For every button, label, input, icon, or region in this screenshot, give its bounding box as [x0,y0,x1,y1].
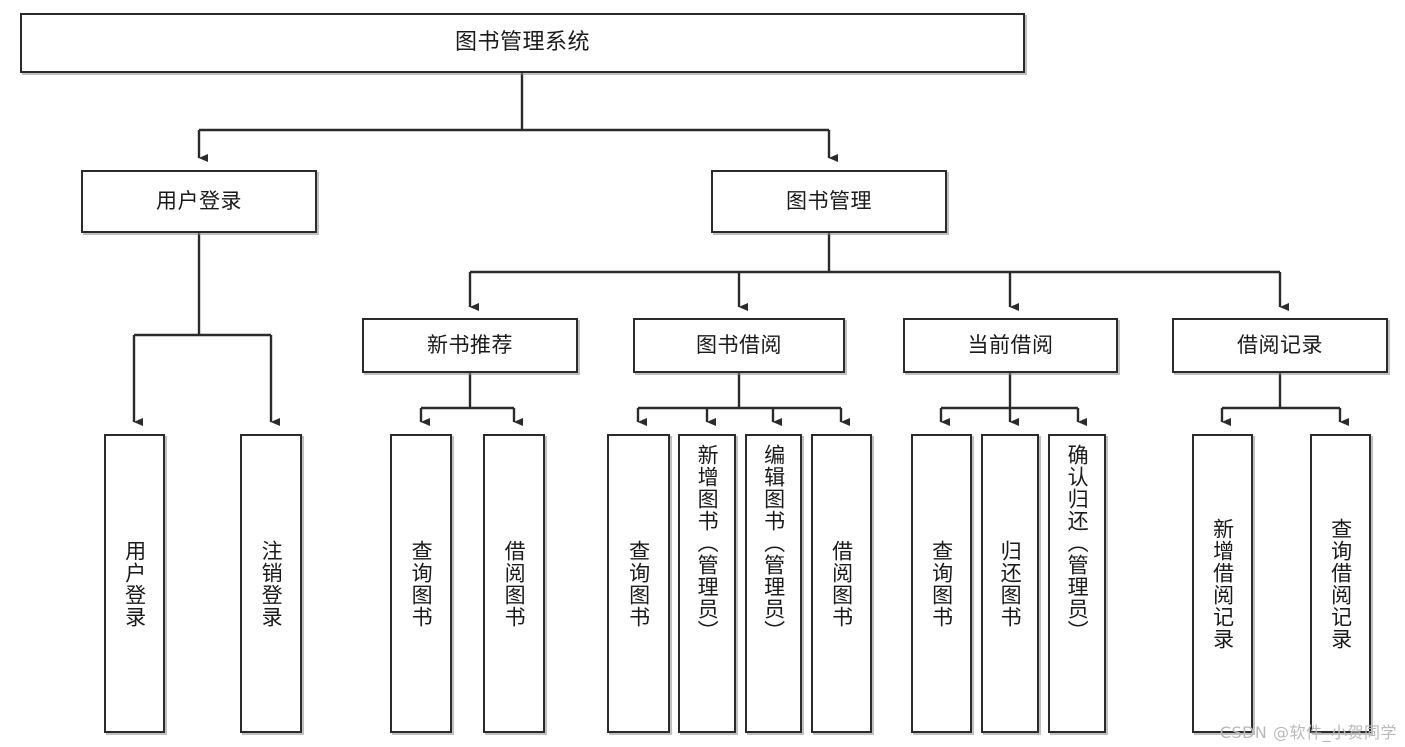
node-current-borrow[interactable]: 当前借阅 [903,318,1118,373]
node-label: 用户登录 [122,539,147,628]
node-label: 图书借阅 [696,332,782,357]
node-root-system[interactable]: 图书管理系统 [20,13,1025,73]
node-label: 新书推荐 [427,332,513,357]
leaf-add-book-admin[interactable]: 新增图书（管理员） [678,434,736,733]
node-label: 借阅图书 [829,539,854,628]
node-book-management[interactable]: 图书管理 [711,170,947,233]
node-borrow-record[interactable]: 借阅记录 [1172,318,1388,373]
node-label: 查询图书 [409,539,434,628]
node-book-borrow[interactable]: 图书借阅 [633,318,845,373]
node-label: 用户登录 [156,188,242,213]
leaf-query-book-recommend[interactable]: 查询图书 [390,434,452,733]
node-label: 借阅图书 [502,539,527,628]
leaf-user-login[interactable]: 用户登录 [104,434,165,733]
leaf-borrow-book-recommend[interactable]: 借阅图书 [483,434,545,733]
leaf-add-borrow-record[interactable]: 新增借阅记录 [1192,434,1253,733]
leaf-query-borrow-record[interactable]: 查询借阅记录 [1310,434,1371,733]
node-label: 借阅记录 [1237,332,1323,357]
node-label: 编辑图书（管理员） [761,444,786,642]
node-label: 查询借阅记录 [1328,517,1353,650]
node-label: 确认归还（管理员） [1065,444,1090,642]
node-label: 查询图书 [929,539,954,628]
node-label: 图书管理系统 [454,29,590,55]
leaf-query-book-current[interactable]: 查询图书 [911,434,972,733]
leaf-edit-book-admin[interactable]: 编辑图书（管理员） [745,434,802,733]
node-label: 注销登录 [259,539,284,628]
watermark: CSDN @软件_小贺同学 [1219,723,1397,742]
leaf-query-book-borrow[interactable]: 查询图书 [607,434,670,733]
leaf-return-book[interactable]: 归还图书 [981,434,1039,733]
node-label: 归还图书 [998,539,1023,628]
node-user-login[interactable]: 用户登录 [81,170,317,233]
leaf-borrow-book[interactable]: 借阅图书 [811,434,872,733]
node-label: 查询图书 [626,539,651,628]
node-label: 新增借阅记录 [1210,517,1235,650]
node-label: 新增图书（管理员） [695,444,720,642]
leaf-confirm-return-admin[interactable]: 确认归还（管理员） [1048,434,1106,733]
node-label: 图书管理 [786,188,872,213]
node-new-book-recommend[interactable]: 新书推荐 [362,318,578,373]
node-label: 当前借阅 [967,332,1054,357]
leaf-logout[interactable]: 注销登录 [240,434,302,733]
